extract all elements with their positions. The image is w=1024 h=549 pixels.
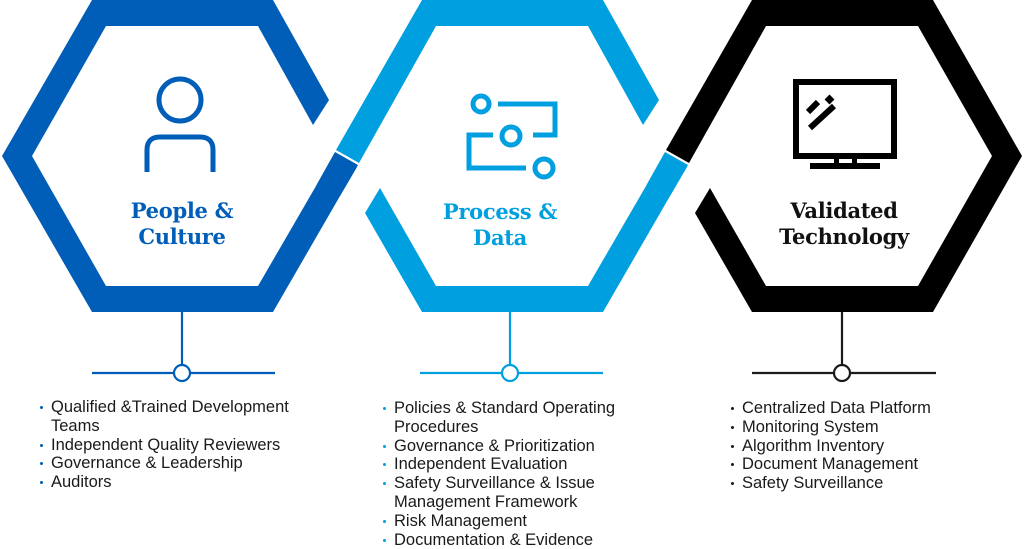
list-item: Governance & Prioritization bbox=[381, 437, 656, 456]
pillar-title-process-line1: Process & bbox=[442, 199, 558, 224]
hexagon-process-overlap bbox=[646, 152, 688, 196]
list-technology: Centralized Data Platform Monitoring Sys… bbox=[729, 399, 989, 493]
list-item: Document Management bbox=[729, 455, 989, 474]
pillar-title-people-line2: Culture bbox=[138, 224, 226, 249]
list-item: Safety Surveillance bbox=[729, 474, 989, 493]
hexagon-process-top bbox=[336, 0, 659, 163]
pillar-title-technology-line1: Validated bbox=[790, 198, 898, 223]
hexagon-people-overlap bbox=[316, 152, 358, 196]
list-item: Independent Quality Reviewers bbox=[38, 436, 338, 455]
list-item: Qualified &Trained Development Teams bbox=[38, 398, 338, 436]
list-item: Auditors bbox=[38, 473, 338, 492]
list-item: Independent Evaluation bbox=[381, 455, 656, 474]
connector-people bbox=[92, 312, 275, 383]
pillar-title-process-line2: Data bbox=[473, 225, 527, 250]
list-item: Algorithm Inventory bbox=[729, 437, 989, 456]
pillar-title-process: Process & Data bbox=[400, 199, 600, 251]
list-people: Qualified &Trained Development Teams Ind… bbox=[38, 398, 338, 492]
list-item: Monitoring System bbox=[729, 418, 989, 437]
person-icon bbox=[144, 76, 216, 172]
pillar-title-people-line1: People & bbox=[130, 198, 234, 223]
pillar-title-people: People & Culture bbox=[82, 198, 282, 250]
connector-technology bbox=[752, 312, 936, 383]
connector-process bbox=[420, 312, 603, 383]
hexagon-people-frame bbox=[2, 0, 357, 312]
list-item: Safety Surveillance & Issue Management F… bbox=[381, 474, 656, 512]
list-item: Documentation & Evidence bbox=[381, 531, 656, 549]
list-item: Governance & Leadership bbox=[38, 454, 338, 473]
hexagon-process bbox=[336, 0, 687, 312]
hexagon-process-frame bbox=[365, 154, 687, 312]
monitor-icon bbox=[793, 79, 897, 169]
hexagon-people bbox=[2, 0, 357, 312]
list-process: Policies & Standard Operating Procedures… bbox=[381, 399, 656, 549]
process-flow-icon bbox=[466, 93, 558, 180]
list-item: Risk Management bbox=[381, 512, 656, 531]
list-item: Policies & Standard Operating Procedures bbox=[381, 399, 656, 437]
pillar-title-technology: Validated Technology bbox=[744, 198, 944, 250]
pillar-title-technology-line2: Technology bbox=[779, 224, 909, 249]
list-item: Centralized Data Platform bbox=[729, 399, 989, 418]
